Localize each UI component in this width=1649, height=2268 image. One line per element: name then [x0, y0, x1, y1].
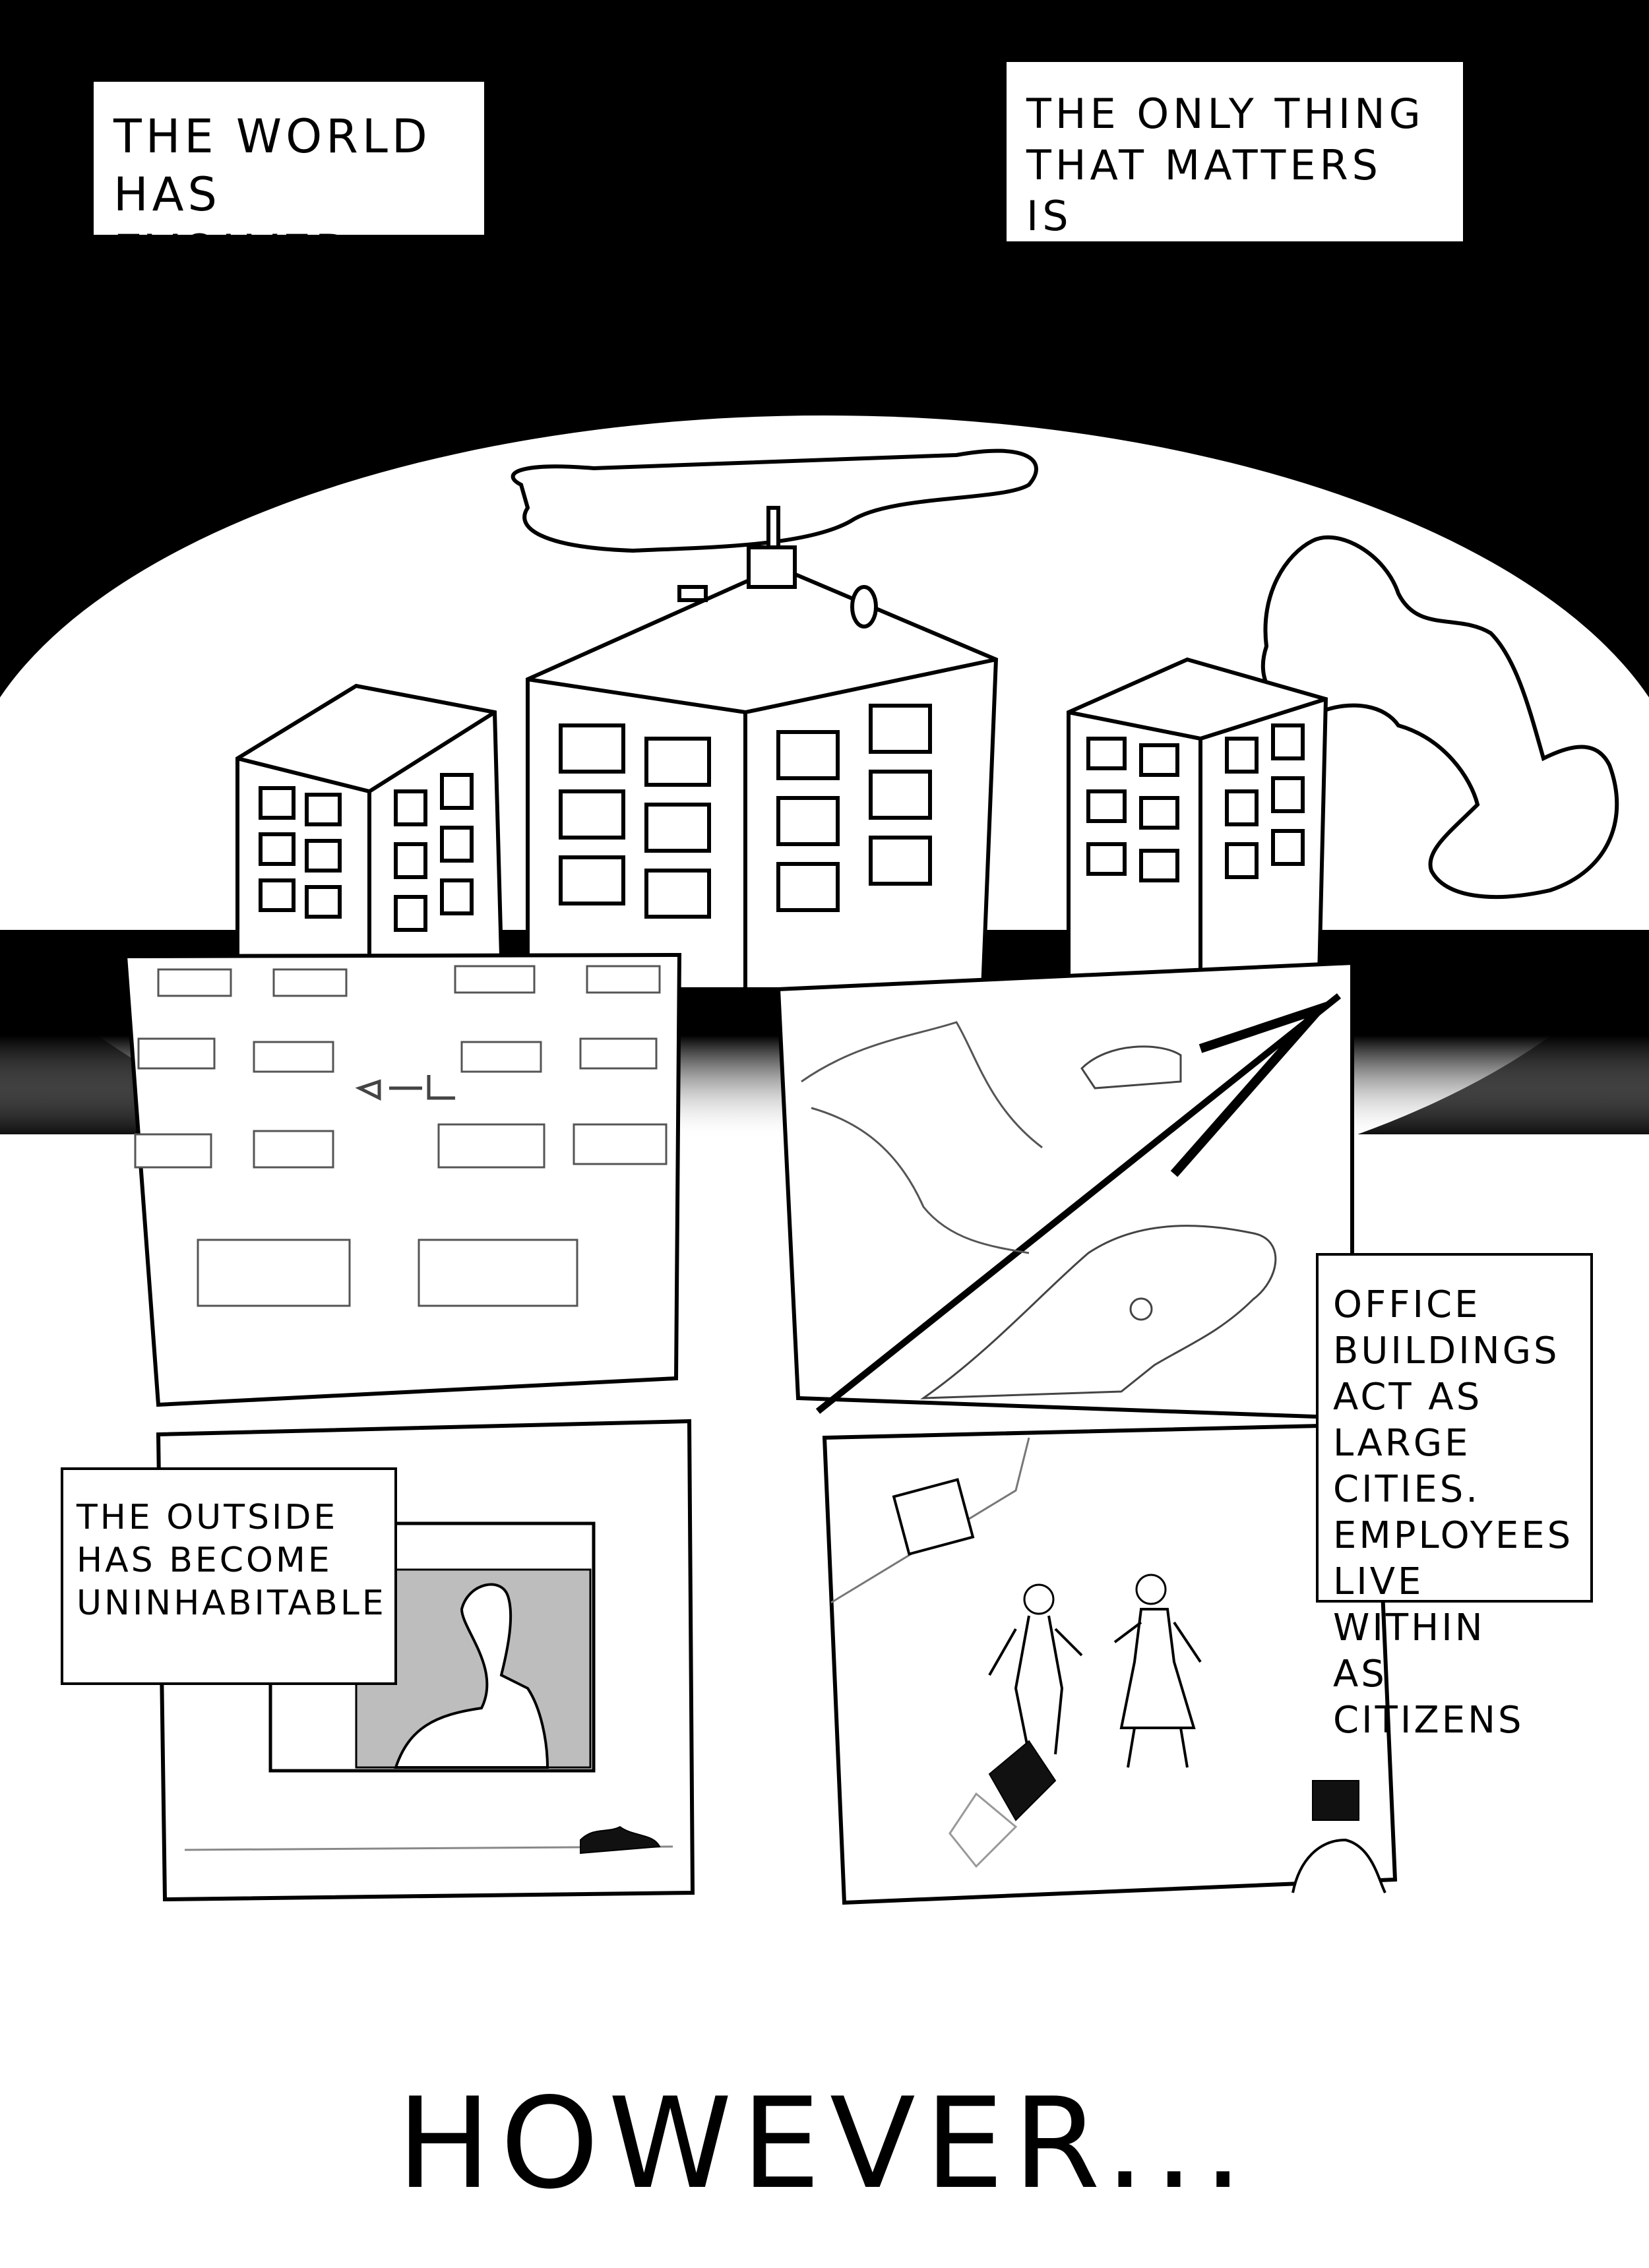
panel-people	[822, 1422, 1398, 1905]
panel-facade	[123, 952, 682, 1407]
cloud-left	[511, 448, 1038, 553]
caption-only-business: THE ONLY THING THAT MATTERS IS BUSINESS.	[1004, 59, 1466, 291]
caption-office-buildings: OFFICE BUILDINGS ACT AS LARGE CITIES. EM…	[1316, 1253, 1593, 1742]
building-right	[1067, 657, 1328, 978]
caption-world-evolved: THE WORLD HAS EVOLVED.	[91, 79, 487, 279]
panel-street	[776, 960, 1354, 1421]
closing-text: HOWEVER...	[396, 2071, 1253, 2217]
caption-outside-uninhabitable: THE OUTSIDE HAS BECOME UNINHABITABLE	[61, 1467, 397, 1685]
building-left	[235, 683, 504, 958]
building-center	[526, 506, 999, 991]
